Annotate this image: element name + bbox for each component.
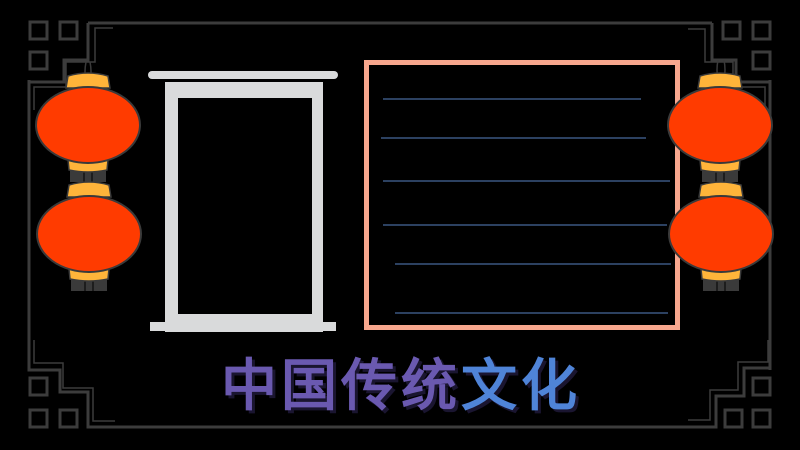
corner-ornament-top-left [27,20,113,200]
title-part-1: 中国传统 [221,353,461,419]
lantern-right-top [667,72,773,183]
corner-ornament-bottom-right [600,250,772,429]
title-part-2: 文化 [461,353,581,419]
lanterns [35,59,774,292]
scroll-picture-frame [148,71,338,332]
note-panel [364,60,680,330]
lantern-left-top [35,72,141,183]
scroll-top-rod [148,71,338,79]
note-lines [381,98,671,314]
corner-ornament-bottom-left [27,250,180,429]
lantern-left-bottom [36,181,142,292]
page-title: 中国传统 文化 [186,346,616,419]
lantern-right-bottom [668,181,774,292]
corner-ornament-top-right [688,20,772,200]
scroll-bottom-rod [150,322,336,331]
picture-area [178,98,312,314]
